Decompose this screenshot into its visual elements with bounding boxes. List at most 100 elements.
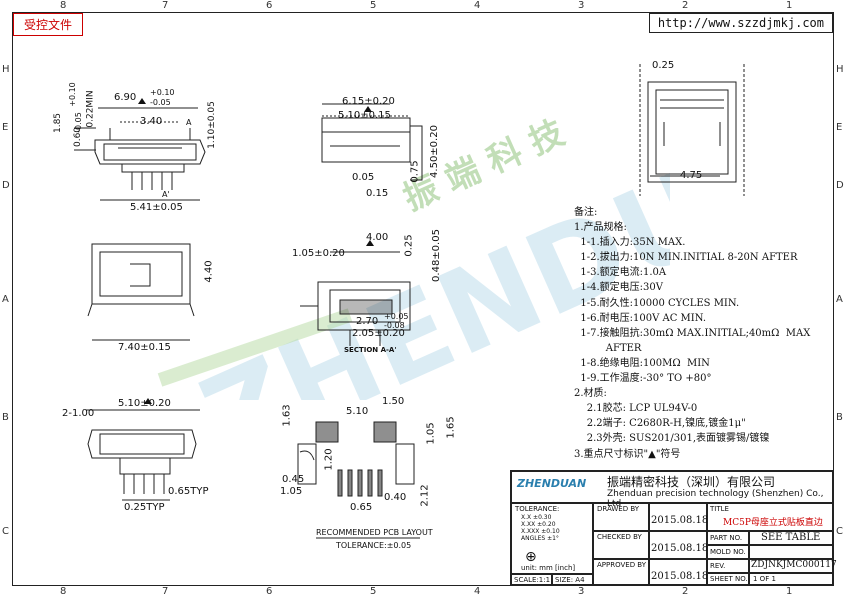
dim-side-height: 4.50±0.20: [428, 125, 440, 178]
rev-cell: [707, 559, 749, 573]
note-line: 1-9.工作温度:-30° TO +80°: [574, 373, 712, 385]
ruler-mark: 4: [474, 0, 481, 11]
dim-shell-height: 1.10±0.05: [206, 101, 217, 149]
part-no-value-cell: [749, 531, 834, 545]
dim-pad-width: 1.50: [382, 396, 405, 407]
mold-no-label: MOLD NO.: [710, 548, 746, 556]
note-line: 1-5.耐久性:10000 CYCLES MIN.: [574, 297, 740, 309]
ruler-mark: E: [2, 122, 9, 133]
dwg-no-cell: [749, 559, 834, 573]
ruler-mark: A: [836, 294, 843, 305]
note-line: 1-6.耐电压:100V AC MIN.: [574, 312, 707, 324]
ruler-mark: 4: [474, 586, 481, 597]
dim-signal-length: 2.12: [419, 484, 431, 507]
part-no-cell: [707, 531, 749, 545]
ruler-mark: 1: [786, 586, 793, 597]
dim-pin-span: 5.41±0.05: [130, 202, 183, 213]
dim-min: 0.22MIN: [85, 90, 96, 128]
ruler-mark: H: [2, 64, 10, 75]
dim-pad-gap: 1.05: [425, 422, 437, 445]
ruler-mark: D: [836, 180, 844, 191]
date-cell: [649, 559, 707, 586]
drawing-title: MC5P母座立式贴板直边: [723, 518, 823, 528]
dim-right-offset: 0.25: [652, 60, 675, 71]
tolerance-label: TOLERANCE:: [515, 505, 560, 513]
dim-signal-pitch: 0.65: [350, 502, 373, 513]
dim-section-insert: 2.70: [356, 316, 379, 327]
projection-symbol-icon: ⊕: [525, 549, 537, 565]
pcb-layout-tolerance: TOLERANCE:±0.05: [336, 541, 412, 550]
checked-by-label: CHECKED BY: [597, 533, 642, 541]
rev-label: REV.: [710, 562, 726, 570]
note-line: 2.1胶芯: LCP UL94V-0: [574, 403, 698, 415]
company-name-cn: 振端精密科技（深圳）有限公司: [607, 475, 776, 489]
tolerance-box: [511, 503, 593, 574]
tolerance-row: X.X ±0.30: [521, 514, 552, 521]
ruler-mark: 1: [786, 0, 793, 11]
tolerance-row: ANGLES ±1°: [521, 535, 559, 542]
dim-inner-width: 3.40: [140, 116, 163, 127]
size-label: SIZE: A4: [555, 576, 585, 584]
ruler-mark: 3: [578, 0, 585, 11]
controlled-document-stamp: 受控文件: [13, 13, 84, 36]
section-label: SECTION A-A': [344, 346, 397, 354]
dim-right-pitch: 4.75: [680, 170, 703, 181]
note-line: 1-2.拔出力:10N MIN.INITIAL 8-20N AFTER: [574, 252, 798, 264]
ruler-mark: 7: [162, 0, 169, 11]
company-logo: ZHENDUAN: [517, 477, 587, 490]
title-cell: [707, 503, 834, 531]
scale-label: SCALE:1:1: [514, 576, 551, 584]
drawing-number: ZDJNKJMC000117: [751, 560, 837, 570]
sheet-value-cell: [749, 573, 834, 586]
checked-date: 2015.08.18: [651, 543, 709, 554]
ruler-mark: 8: [60, 0, 67, 11]
note-line: 1-4.额定电压:30V: [574, 282, 663, 294]
company-name-en: Zhenduan precision technology (Shenzhen)…: [607, 489, 824, 509]
note-line: 1-7.接触阻抗:30mΩ MAX.INITIAL;40mΩ MAX: [574, 327, 811, 339]
note-line: 1.产品规格:: [574, 222, 627, 234]
dim-signal-width: 0.40: [384, 492, 407, 503]
dim-side-body: 5.10±0.15: [338, 110, 391, 121]
ruler-mark: 8: [60, 586, 67, 597]
ruler-mark: 6: [266, 586, 273, 597]
pcb-layout-title: RECOMMENDED PCB LAYOUT: [316, 528, 433, 537]
scale-cell: [511, 574, 552, 586]
ruler-mark: 2: [682, 586, 689, 597]
dim-post-dia: 2-1.00: [62, 408, 95, 419]
dim-hole: 1.20: [323, 448, 335, 471]
section-marker-a-prime: A': [162, 190, 170, 199]
dim-tolerance: -0.08: [384, 321, 405, 330]
spec-notes: 备注: 1.产品规格: 1-1.插入力:35N MAX. 1-2.拔出力:10N…: [574, 205, 810, 462]
dim-section-depth: 2.05±0.20: [352, 328, 405, 339]
part-no-label: PART NO.: [710, 534, 743, 542]
drawn-date: 2015.08.18: [651, 515, 709, 526]
dim-tolerance: +0.10: [150, 88, 175, 97]
ruler-mark: 6: [266, 0, 273, 11]
company-url[interactable]: http://www.szzdjmkj.com: [648, 13, 833, 33]
ruler-mark: C: [2, 526, 9, 537]
dim-side-gap: 0.05: [352, 172, 375, 183]
note-line: AFTER: [574, 342, 642, 354]
drawn-cell: [593, 503, 649, 531]
dim-side-length: 6.15±0.20: [342, 96, 395, 107]
ruler-mark: C: [836, 526, 843, 537]
date-cell: [649, 531, 707, 559]
section-marker-a: A: [186, 118, 192, 127]
tolerance-row: X.XXX ±0.10: [521, 528, 560, 535]
ruler-mark: B: [836, 412, 843, 423]
drawing-frame: [12, 12, 834, 586]
ruler-mark: B: [2, 412, 9, 423]
note-line: 2.材质:: [574, 388, 607, 400]
dim-side-thickness: 0.15: [366, 188, 389, 199]
mold-no-value-cell: [749, 545, 834, 559]
dim-pad-outer: 1.65: [445, 416, 457, 439]
sheet-value: 1 OF 1: [753, 575, 776, 583]
sheet-label: SHEET NO.: [710, 575, 748, 583]
dim-pad-span: 5.10: [346, 406, 369, 417]
ruler-mark: A: [2, 294, 9, 305]
note-line: 1-3.额定电流:1.0A: [574, 267, 667, 279]
drawn-by-label: DRAWED BY: [597, 505, 640, 513]
dim-tolerance: +0.05: [384, 312, 409, 321]
dim-pin-width: 0.25TYP: [124, 502, 165, 513]
